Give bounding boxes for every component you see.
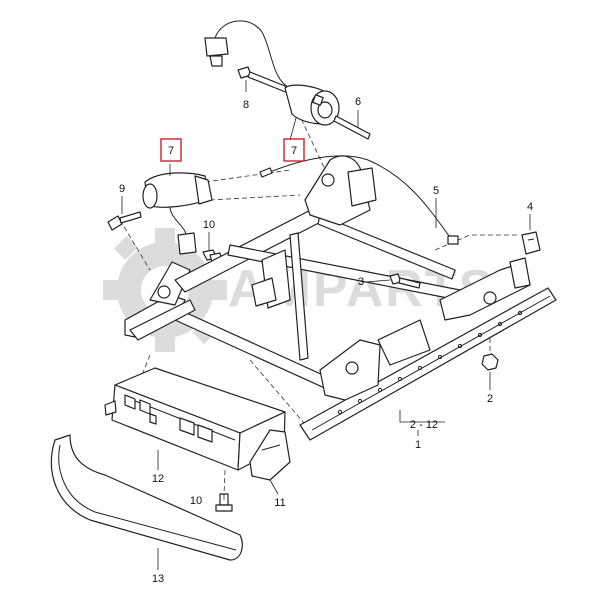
trim-cover-13 [50,434,243,561]
callout-3: 3 [358,276,364,288]
callout-6: 6 [355,96,361,108]
leader-lines [121,80,531,570]
callout-9: 9 [119,183,125,195]
callout-12: 12 [152,473,164,485]
clip-4 [521,231,541,255]
callout-2: 2 [487,393,493,405]
callout-4: 4 [527,201,533,213]
control-unit-12 [104,367,286,471]
callout-13: 13 [152,573,164,585]
callout-10-upper: 10 [203,219,215,231]
rail-holes [337,310,523,415]
highlight-box-7-right [283,138,305,162]
highlight-box-7-left [160,138,182,162]
callout-5: 5 [433,185,439,197]
highlight-boxes [160,138,305,162]
callout-10-lower: 10 [190,495,202,507]
callout-1: 1 [415,439,421,451]
nut-2 [481,353,499,371]
screw-9 [107,211,142,231]
callout-8: 8 [243,99,249,111]
bowden-cable [214,20,459,245]
connector-top [204,37,229,67]
motor-left [142,172,213,255]
bracket-11 [249,429,291,481]
callout-7-left: 7 [168,145,174,157]
bolt-3 [389,273,421,289]
callout-7-right: 7 [291,145,297,157]
callout-2-12: 2 - 12 [410,419,438,431]
callout-11: 11 [274,497,285,509]
callout-labels: 8 6 7 7 9 10 5 4 3 2 2 - 12 1 12 11 10 1… [119,96,533,585]
motor-upper [284,84,371,140]
seat-frame [124,155,557,441]
